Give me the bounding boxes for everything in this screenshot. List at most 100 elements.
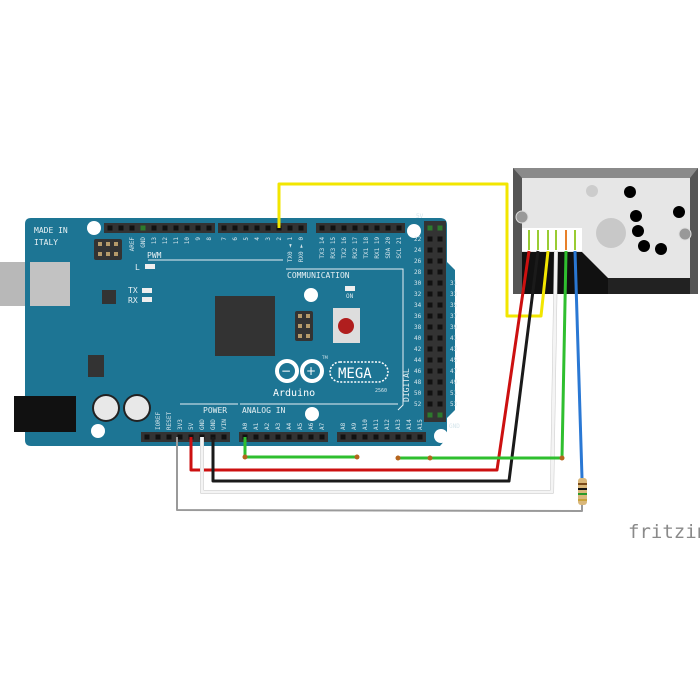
wire-gray[interactable] [176, 437, 583, 512]
pin-top_comm-7[interactable] [396, 225, 402, 231]
pin-analog_high-4[interactable] [384, 434, 390, 440]
header-analog_high [337, 432, 426, 442]
pin-right-11-1[interactable] [437, 346, 443, 352]
pin-label: 13 [151, 237, 158, 245]
pin-analog_high-3[interactable] [373, 434, 379, 440]
wire-red[interactable] [189, 250, 531, 472]
mounting-hole [305, 407, 319, 421]
pin-analog_high-5[interactable] [395, 434, 401, 440]
pin-analog_high-0[interactable] [340, 434, 346, 440]
pin-top_pwm-2[interactable] [129, 225, 135, 231]
pin-right-15-1[interactable] [437, 390, 443, 396]
pin-right-2-0[interactable] [427, 247, 433, 253]
pin-analog_high-7[interactable] [417, 434, 423, 440]
pin-right-7-0[interactable] [427, 302, 433, 308]
pin-top_comm-1[interactable] [330, 225, 336, 231]
pin-right-8-0[interactable] [427, 313, 433, 319]
wire-white[interactable] [200, 250, 558, 494]
pin-top_pwm-8[interactable] [195, 225, 201, 231]
fritzing-watermark: fritzing [628, 521, 700, 543]
mounting-hole [304, 288, 318, 302]
pin-top_pwm-4[interactable] [151, 225, 157, 231]
pin-label: VIN [221, 419, 228, 430]
pin-top_digital-0[interactable] [221, 225, 227, 231]
pin-top_comm-5[interactable] [374, 225, 380, 231]
pin-top_pwm-7[interactable] [184, 225, 190, 231]
pin-analog_low-5[interactable] [297, 434, 303, 440]
pin-label: 38 [414, 324, 422, 331]
pin-power-2[interactable] [166, 434, 172, 440]
pin-right-17-1[interactable] [437, 412, 443, 418]
pin-top_digital-7[interactable] [298, 225, 304, 231]
pin-top_comm-0[interactable] [319, 225, 325, 231]
voltage-regulator [88, 355, 104, 377]
pin-top_pwm-5[interactable] [162, 225, 168, 231]
pin-top_digital-1[interactable] [232, 225, 238, 231]
pin-label: 30 [414, 280, 422, 287]
pin-right-7-1[interactable] [437, 302, 443, 308]
pin-label: 2 [276, 237, 283, 241]
pin-power-0[interactable] [144, 434, 150, 440]
pin-right-9-1[interactable] [437, 324, 443, 330]
pin-right-10-1[interactable] [437, 335, 443, 341]
pin-right-17-0[interactable] [427, 412, 433, 418]
pin-right-1-0[interactable] [427, 236, 433, 242]
pin-power-1[interactable] [155, 434, 161, 440]
pin-right-12-1[interactable] [437, 357, 443, 363]
pin-right-3-1[interactable] [437, 258, 443, 264]
pin-analog_low-4[interactable] [286, 434, 292, 440]
pin-right-8-1[interactable] [437, 313, 443, 319]
pin-analog_low-2[interactable] [264, 434, 270, 440]
pin-right-11-0[interactable] [427, 346, 433, 352]
pin-top_comm-6[interactable] [385, 225, 391, 231]
pin-right-13-0[interactable] [427, 368, 433, 374]
pin-top_pwm-0[interactable] [107, 225, 113, 231]
pin-top_digital-2[interactable] [243, 225, 249, 231]
wire-blue[interactable] [573, 250, 584, 479]
pin-top_digital-3[interactable] [254, 225, 260, 231]
pin-top_pwm-6[interactable] [173, 225, 179, 231]
pin-right-14-0[interactable] [427, 379, 433, 385]
pin-label: TX3 14 [319, 237, 326, 259]
pin-right-5-1[interactable] [437, 280, 443, 286]
pin-right-4-1[interactable] [437, 269, 443, 275]
pin-analog_high-6[interactable] [406, 434, 412, 440]
pin-analog_low-1[interactable] [253, 434, 259, 440]
pin-right-3-0[interactable] [427, 258, 433, 264]
pin-right-16-0[interactable] [427, 401, 433, 407]
pin-top_comm-4[interactable] [363, 225, 369, 231]
pin-right-9-0[interactable] [427, 324, 433, 330]
pin-top_digital-6[interactable] [287, 225, 293, 231]
pin-top_pwm-9[interactable] [206, 225, 212, 231]
pin-right-2-1[interactable] [437, 247, 443, 253]
pin-top_pwm-1[interactable] [118, 225, 124, 231]
pin-right-4-0[interactable] [427, 269, 433, 275]
pin-top_comm-2[interactable] [341, 225, 347, 231]
pin-top_digital-4[interactable] [265, 225, 271, 231]
pin-right-13-1[interactable] [437, 368, 443, 374]
pin-right-5-0[interactable] [427, 280, 433, 286]
pin-right-15-0[interactable] [427, 390, 433, 396]
pin-right-1-1[interactable] [437, 236, 443, 242]
pin-analog_high-2[interactable] [362, 434, 368, 440]
pin-right-16-1[interactable] [437, 401, 443, 407]
pin-power-7[interactable] [221, 434, 227, 440]
pin-right-12-0[interactable] [427, 357, 433, 363]
pin-right-6-1[interactable] [437, 291, 443, 297]
pin-power-3[interactable] [177, 434, 183, 440]
pin-right-14-1[interactable] [437, 379, 443, 385]
pin-analog_high-1[interactable] [351, 434, 357, 440]
pin-analog_low-7[interactable] [319, 434, 325, 440]
reset-button-cap[interactable] [338, 318, 354, 334]
pin-analog_low-3[interactable] [275, 434, 281, 440]
pin-right-0-0[interactable] [427, 225, 433, 231]
pin-right-0-1[interactable] [437, 225, 443, 231]
pin-right-6-0[interactable] [427, 291, 433, 297]
pin-top_pwm-3[interactable] [140, 225, 146, 231]
wire-yellow[interactable] [277, 182, 550, 318]
pin-right-10-0[interactable] [427, 335, 433, 341]
header-top_digital [218, 223, 307, 233]
wire-black[interactable] [211, 250, 540, 483]
pin-analog_low-6[interactable] [308, 434, 314, 440]
pin-top_comm-3[interactable] [352, 225, 358, 231]
